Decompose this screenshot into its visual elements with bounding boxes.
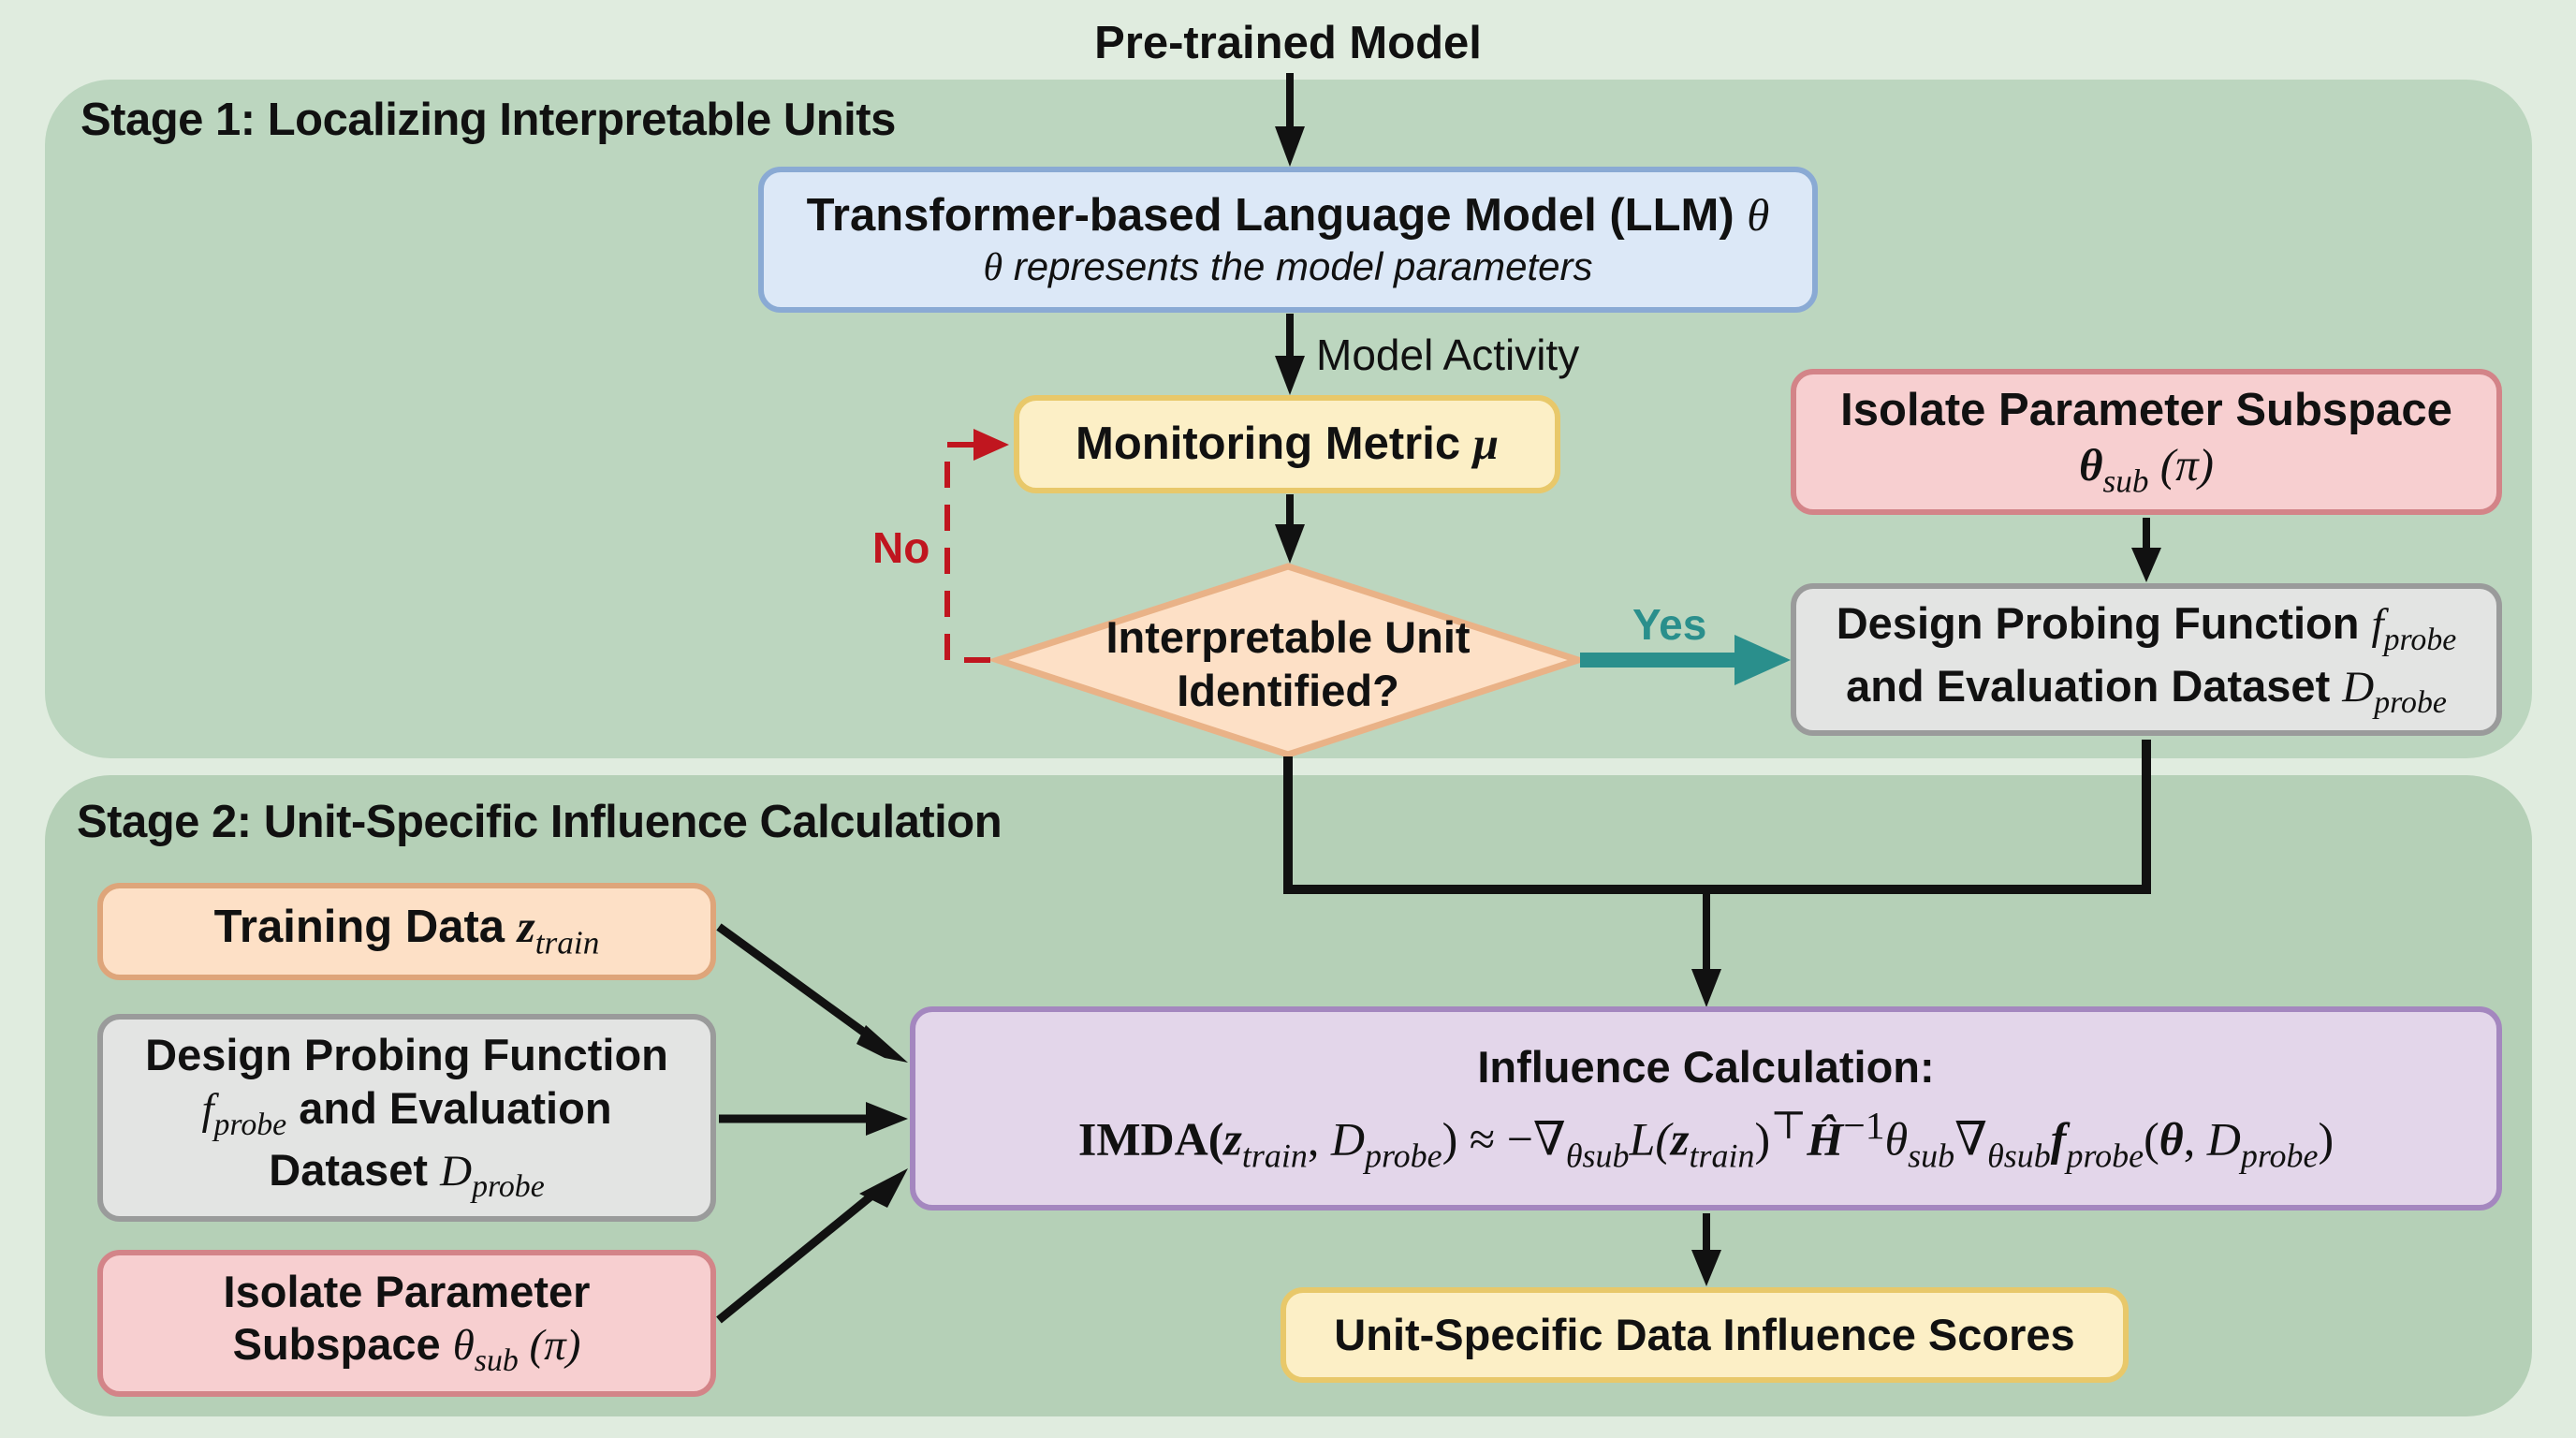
stage-2-title: Stage 2: Unit-Specific Influence Calcula… <box>77 797 1003 847</box>
arrow-training-to-influence <box>716 923 908 1063</box>
stage-1-title: Stage 1: Localizing Interpretable Units <box>80 95 896 145</box>
isolate-subspace-box-stage2: Isolate Parameter Subspace θsub (π) <box>97 1250 716 1397</box>
arrow-influence-to-scores <box>1691 1213 1721 1286</box>
arrow-monitoring-to-decision <box>1275 494 1305 564</box>
decision-text: Interpretable Unit Identified? <box>1105 612 1471 716</box>
no-label: No <box>872 523 930 572</box>
yes-label: Yes <box>1632 600 1707 649</box>
isolate-subspace-box-stage1: Isolate Parameter Subspace θsub (π) <box>1791 369 2502 515</box>
arrow-pretrained-to-llm <box>1275 73 1305 167</box>
no-loop-arrow <box>944 429 1009 663</box>
pre-trained-model-label: Pre-trained Model <box>1094 18 1482 68</box>
arrow-llm-to-monitoring <box>1275 314 1305 395</box>
merge-connector <box>1283 740 2151 1007</box>
influence-scores-box: Unit-Specific Data Influence Scores <box>1281 1287 2129 1383</box>
model-activity-label: Model Activity <box>1316 330 1580 379</box>
influence-formula: IMDA(ztrain, Dprobe) ≈ −∇θsubL(ztrain)⊤Ĥ… <box>1077 1104 2334 1175</box>
influence-calculation-box: Influence Calculation: IMDA(ztrain, Dpro… <box>910 1006 2502 1211</box>
llm-box: Transformer-based Language Model (LLM) θ… <box>758 167 1818 313</box>
decision-diamond <box>987 563 1589 758</box>
arrow-isolate-to-influence <box>716 1168 908 1324</box>
training-data-box: Training Data ztrain <box>97 883 716 980</box>
llm-title: Transformer-based Language Model (LLM) θ <box>806 188 1770 241</box>
arrow-isolate-to-probe <box>2131 518 2161 582</box>
llm-subtitle: θ represents the model parameters <box>983 243 1593 289</box>
probe-function-box-stage2: Design Probing Function fprobe and Evalu… <box>97 1014 716 1222</box>
monitoring-metric-box: Monitoring Metric μ <box>1014 395 1560 493</box>
arrow-probe-to-influence <box>719 1102 908 1136</box>
influence-title: Influence Calculation: <box>1477 1041 1935 1092</box>
probe-function-box-stage1: Design Probing Function fprobe and Evalu… <box>1791 583 2502 736</box>
yes-arrow <box>1580 635 1791 685</box>
